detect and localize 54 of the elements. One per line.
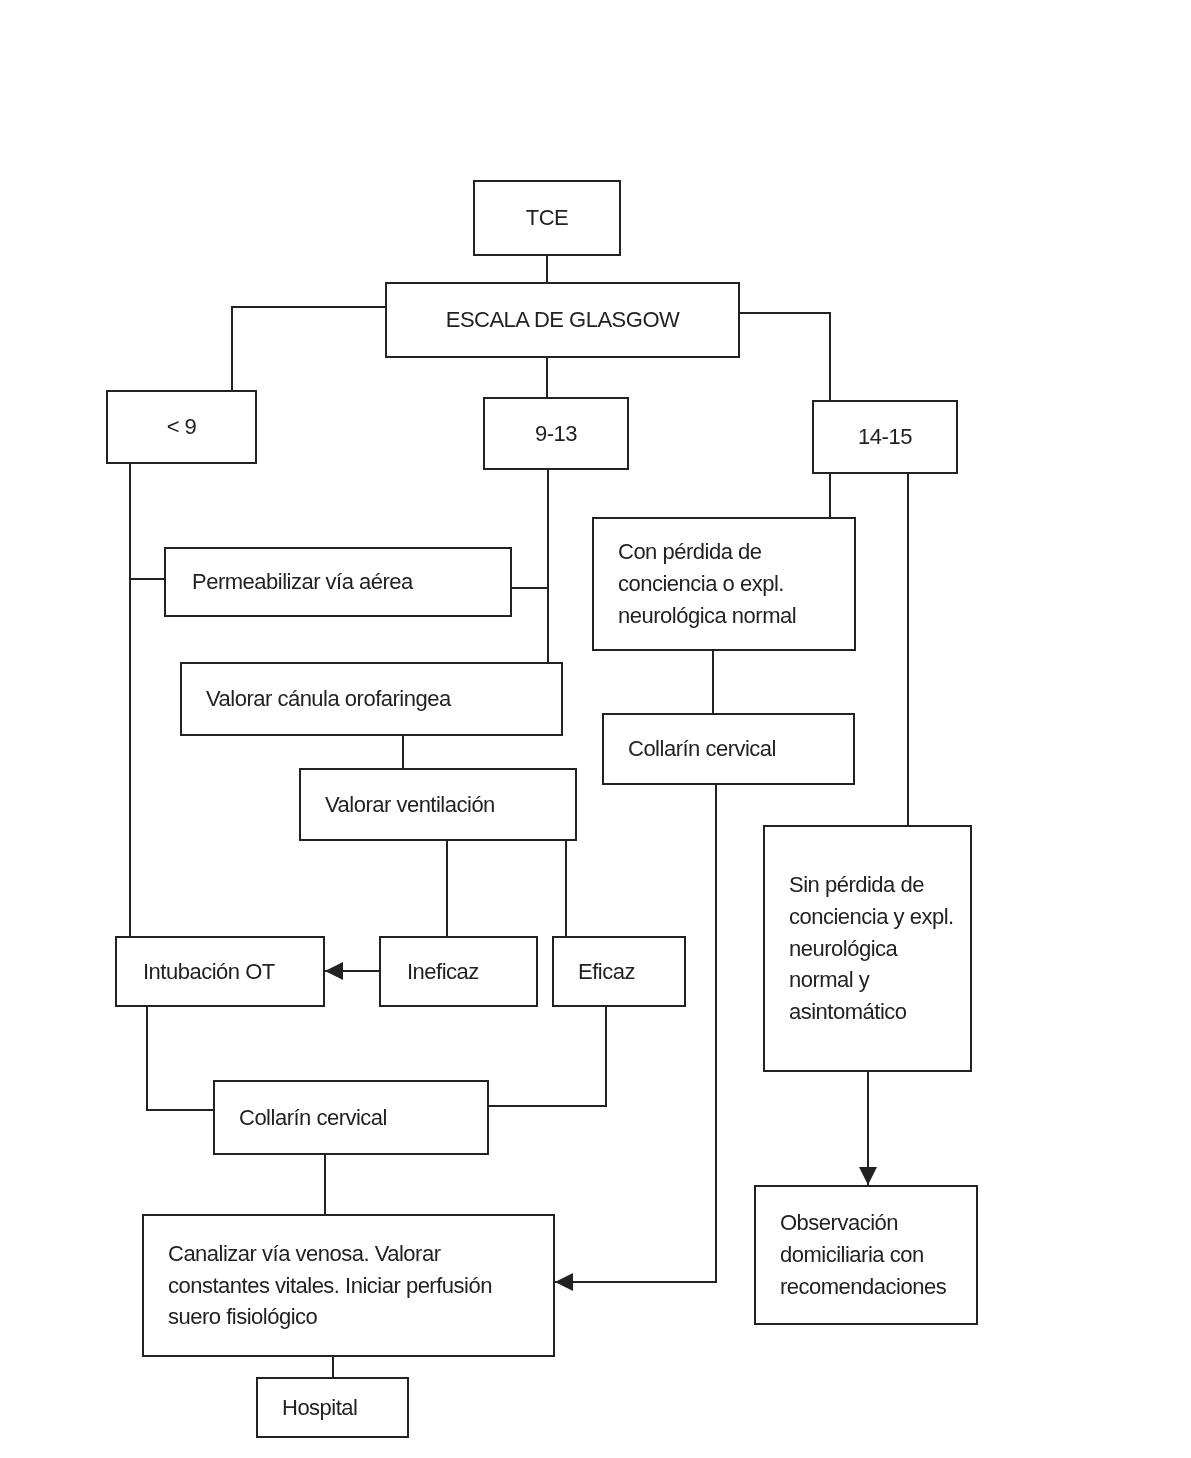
- box-text: Sin pérdida de conciencia y expl. neurológica normal y asintomático: [789, 870, 955, 1027]
- process-box: [763, 825, 972, 1072]
- process-box: [213, 1080, 489, 1155]
- box-text: Collarín cervical: [628, 735, 776, 764]
- box-text: Intubación OT: [143, 957, 275, 986]
- connector-line: [446, 840, 448, 937]
- box-text: 9-13: [534, 419, 577, 448]
- process-box: [483, 397, 629, 470]
- process-box: [256, 1377, 409, 1438]
- box-text: Permeabilizar vía aérea: [192, 568, 413, 597]
- connector-line: [712, 650, 714, 714]
- process-box: [552, 936, 686, 1007]
- box-text: Canalizar vía venosa. Valorar constantes vitales. Iniciar perfusión suero fisiológico: [168, 1239, 493, 1332]
- process-box: [142, 1214, 555, 1357]
- connector-line: [231, 306, 386, 391]
- box-text: Hospital: [282, 1393, 358, 1422]
- process-box: [299, 768, 577, 841]
- box-text: Ineficaz: [407, 957, 479, 986]
- box-text: Valorar ventilación: [325, 790, 495, 819]
- box-text: Observación domiciliaria con recomendaciones: [780, 1209, 948, 1301]
- box-text: ESCALA DE GLASGOW: [445, 306, 680, 335]
- box-text: Valorar cánula orofaringea: [206, 685, 451, 714]
- arrow: [859, 1071, 877, 1186]
- connector-line: [488, 1006, 607, 1107]
- connector-line: [829, 473, 831, 518]
- connector-line: [332, 1356, 334, 1378]
- connector-line: [546, 357, 548, 398]
- process-box: [812, 400, 958, 474]
- box-text: Con pérdida de conciencia o expl. neurológica normal: [618, 538, 798, 630]
- process-box: [115, 936, 325, 1007]
- connector-line: [546, 255, 548, 283]
- box-text: 14-15: [858, 423, 912, 452]
- connector-line: [565, 840, 567, 937]
- connector-line: [324, 1154, 326, 1215]
- box-text: Collarín cervical: [239, 1103, 387, 1132]
- process-box: [164, 547, 512, 617]
- process-box: [602, 713, 855, 785]
- process-box: [592, 517, 856, 651]
- process-box: [379, 936, 538, 1007]
- connector-line: [146, 1006, 214, 1111]
- connector-line: [402, 735, 404, 769]
- box-text: < 9: [166, 413, 197, 442]
- process-box: [473, 180, 621, 256]
- box-text: Eficaz: [578, 957, 635, 986]
- process-box: [106, 390, 257, 464]
- process-box: [385, 282, 740, 358]
- connector-line: [907, 473, 909, 826]
- process-box: [180, 662, 563, 736]
- arrow: [554, 784, 717, 1291]
- process-box: [754, 1185, 978, 1325]
- box-text: TCE: [525, 204, 569, 233]
- arrow: [324, 962, 380, 980]
- connector-line: [739, 312, 831, 401]
- connector-line: [547, 469, 549, 663]
